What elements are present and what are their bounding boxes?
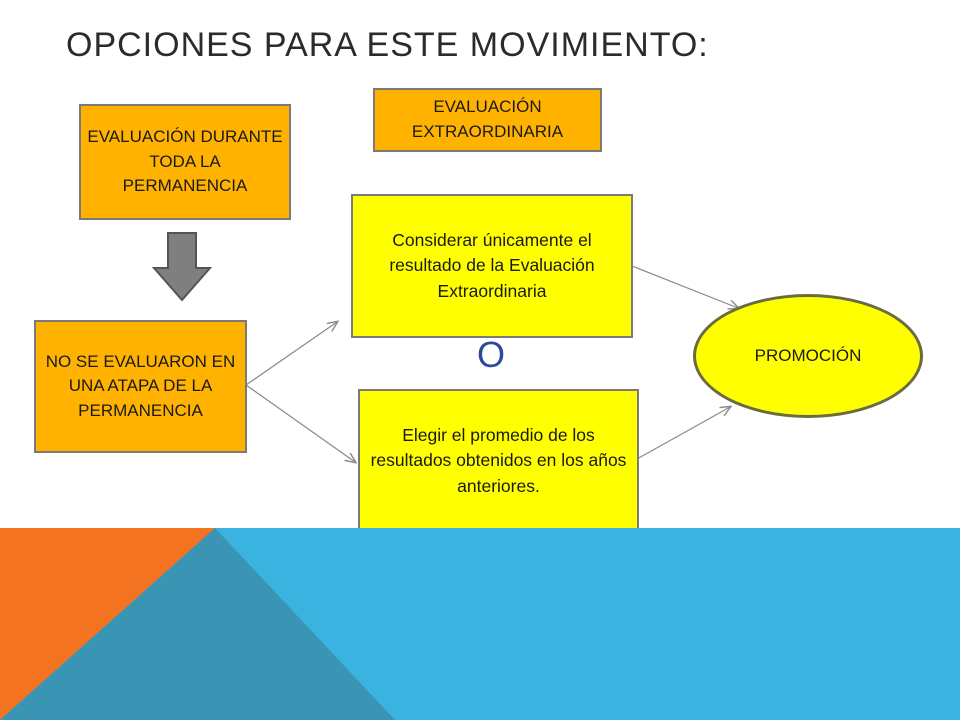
or-label: O: [477, 334, 506, 375]
box-elegir-label: Elegir el promedio de los resultados obt…: [370, 424, 627, 496]
box-considerar-label: Considerar únicamente el resultado de la…: [389, 229, 595, 301]
footer-decoration: [0, 528, 960, 720]
box-considerar: Considerar únicamente el resultado de la…: [351, 194, 633, 338]
box-no-se-evaluaron-label: NO SE EVALUARON EN UNA ATAPA DE LA PERMA…: [45, 351, 236, 420]
arrow-elegir-to-promocion: [636, 407, 730, 460]
ellipse-promocion: PROMOCIÓN: [693, 294, 923, 418]
slide-title: OPCIONES PARA ESTE MOVIMIENTO:: [66, 26, 709, 64]
ellipse-promocion-label: PROMOCIÓN: [754, 346, 862, 365]
box-elegir: Elegir el promedio de los resultados obt…: [358, 389, 639, 533]
arrow-to-considerar: [245, 322, 337, 386]
box-evaluacion-extraordinaria: EVALUACIÓN EXTRAORDINARIA: [373, 88, 602, 152]
arrow-to-elegir: [245, 384, 355, 462]
box-no-se-evaluaron: NO SE EVALUARON EN UNA ATAPA DE LA PERMA…: [34, 320, 247, 453]
box-evaluacion-durante-label: EVALUACIÓN DURANTE TODA LA PERMANENCIA: [87, 127, 283, 196]
footer-teal-triangle: [0, 528, 395, 720]
box-evaluacion-durante: EVALUACIÓN DURANTE TODA LA PERMANENCIA: [79, 104, 291, 220]
box-evaluacion-extraordinaria-label: EVALUACIÓN EXTRAORDINARIA: [411, 97, 564, 141]
down-arrow-icon: [151, 232, 213, 302]
arrow-considerar-to-promocion: [631, 265, 738, 308]
